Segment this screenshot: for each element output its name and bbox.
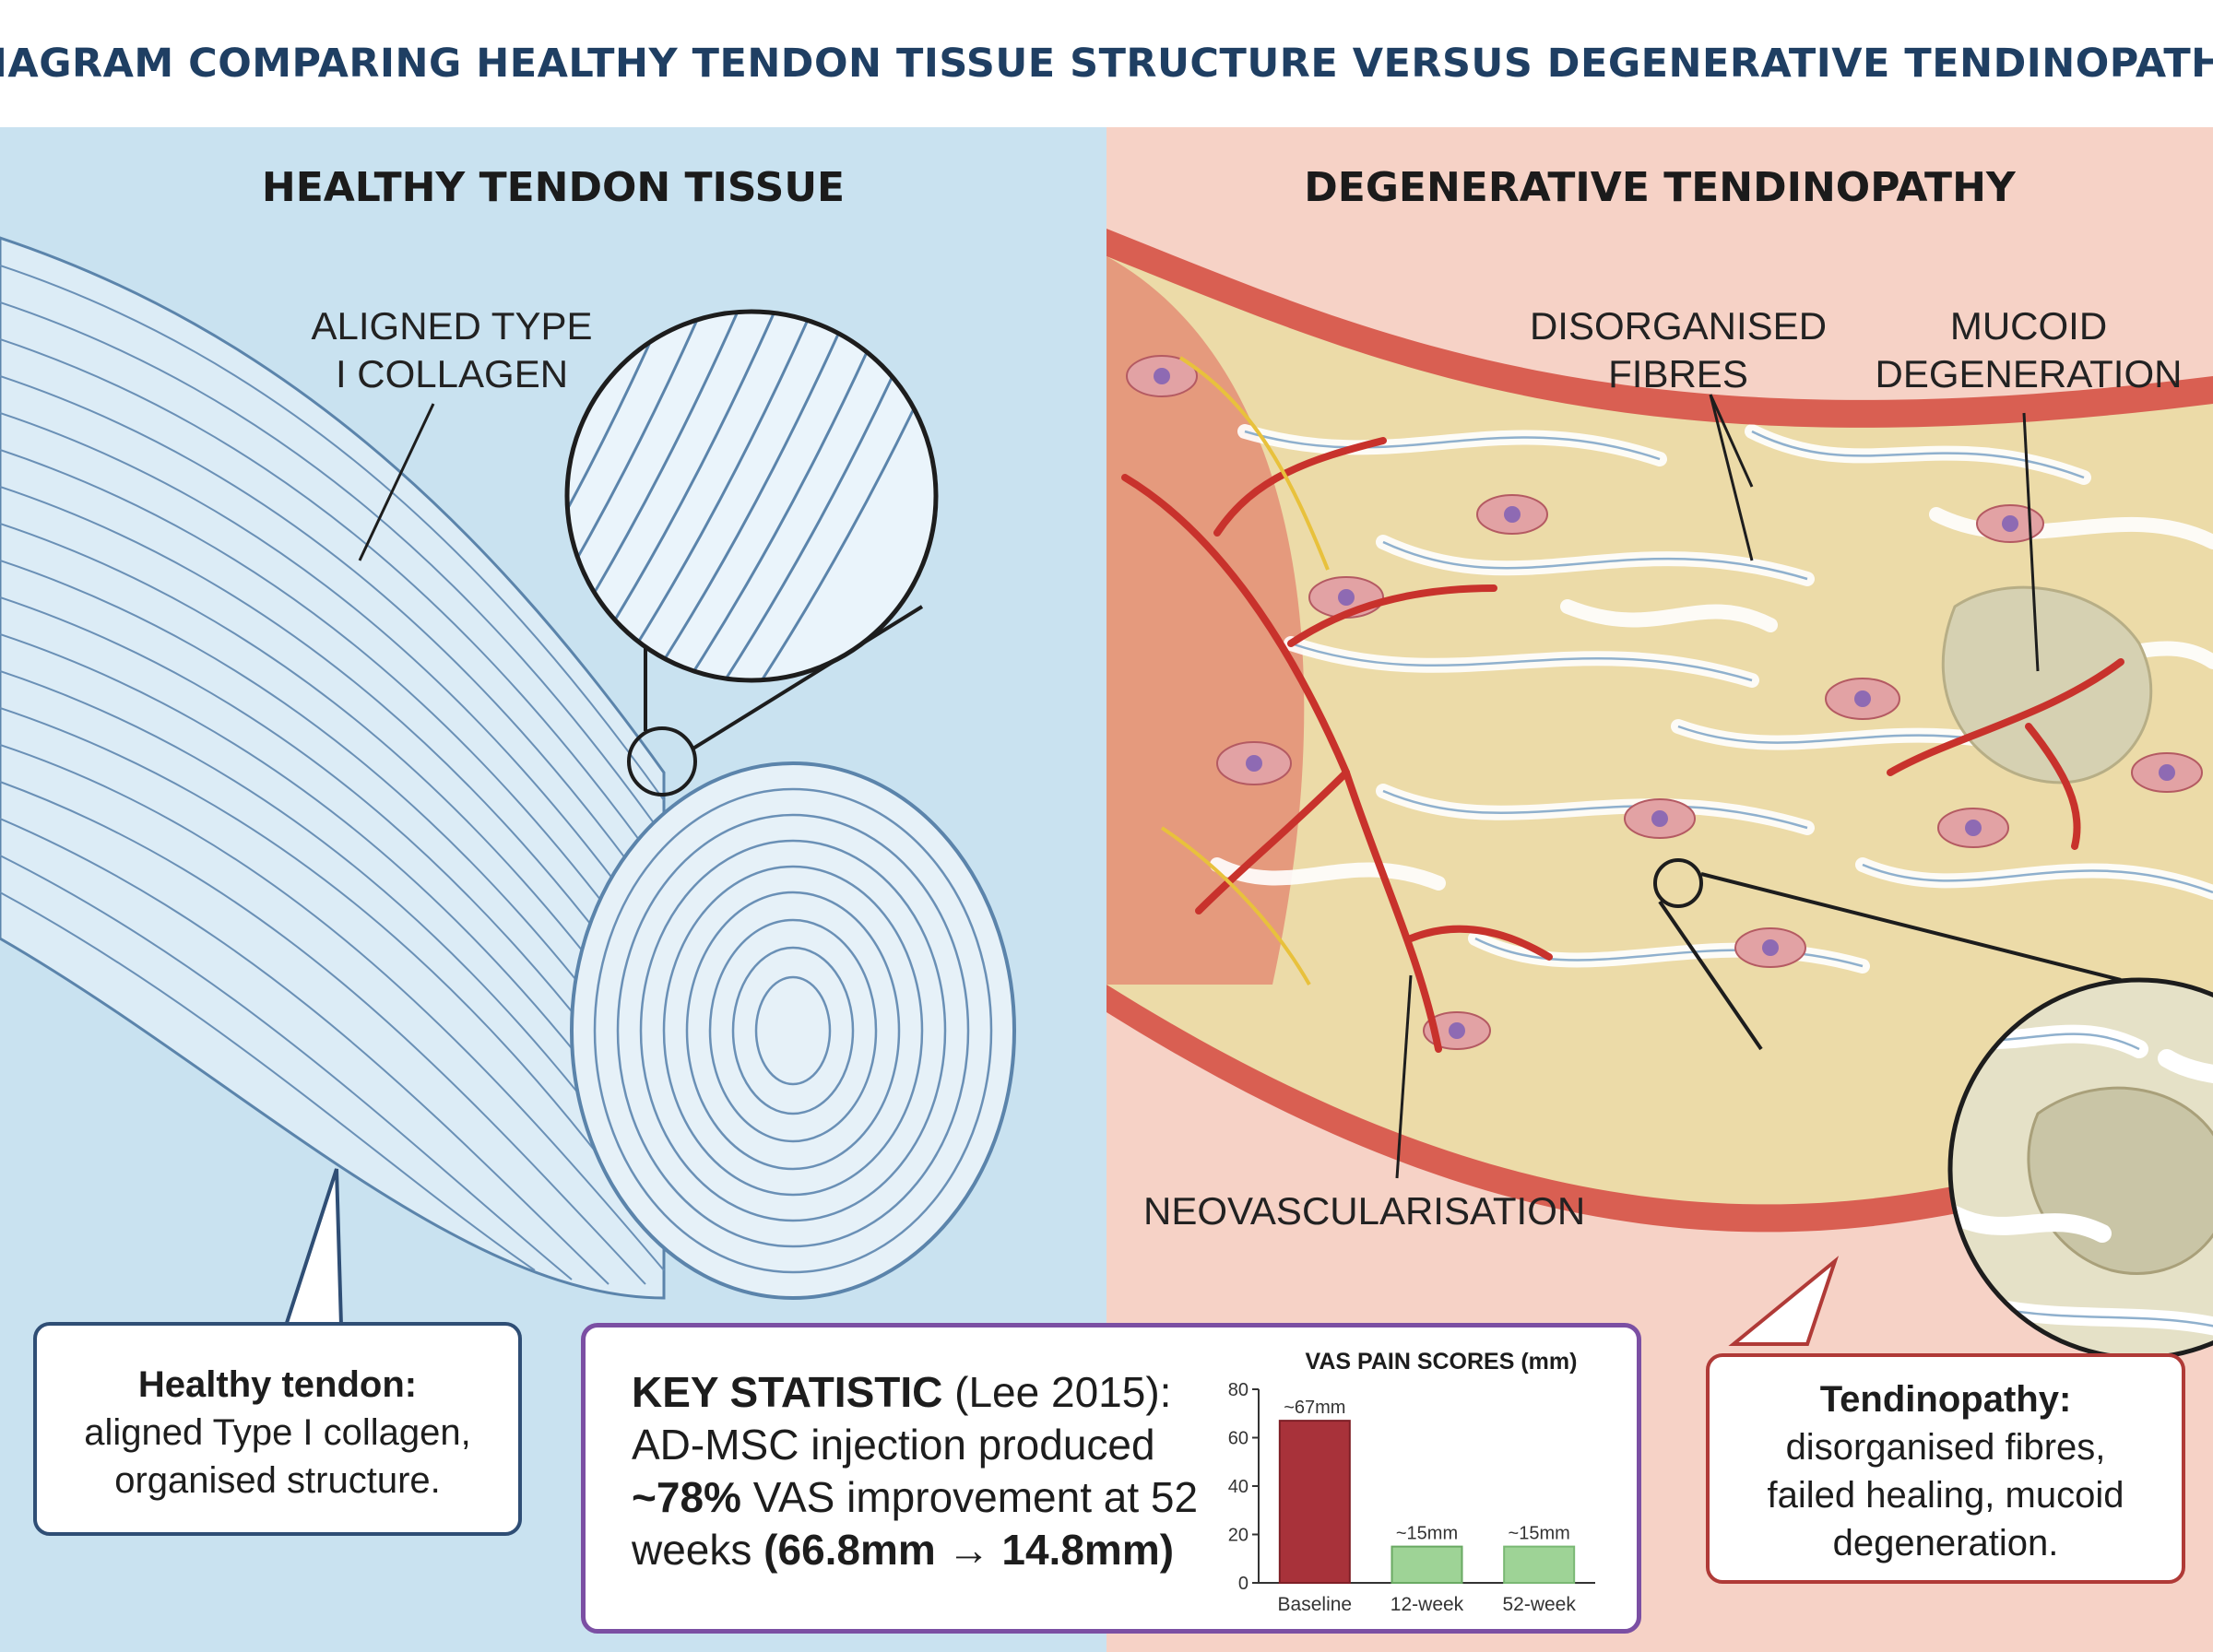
- y-tick-label: 80: [1228, 1380, 1249, 1400]
- y-tick-label: 60: [1228, 1429, 1249, 1449]
- healthy-callout-line1: aligned Type I collagen,: [84, 1412, 471, 1453]
- chart-title: VAS PAIN SCORES (mm): [1306, 1349, 1578, 1375]
- stat-line-3: ~78% VAS improvement at 52: [632, 1471, 1443, 1524]
- y-tick-label: 20: [1228, 1526, 1249, 1546]
- tendinopathy-callout-line1: disorganised fibres,: [1785, 1427, 2106, 1468]
- label-mucoid-degeneration-line1: MUCOID: [1949, 304, 2108, 348]
- y-tick-label: 0: [1238, 1574, 1249, 1594]
- healthy-callout-line2: organised structure.: [114, 1460, 441, 1501]
- healthy-panel: HEALTHY TENDON TISSUE ALIGNED TYPE I COL…: [0, 127, 1106, 1652]
- healthy-callout: Healthy tendon: aligned Type I collagen,…: [33, 1322, 522, 1536]
- tendinopathy-callout: Tendinopathy: disorganised fibres, faile…: [1706, 1353, 2185, 1584]
- label-neovascularisation: NEOVASCULARISATION: [1143, 1189, 1586, 1233]
- stat-line-1: KEY STATISTIC (Lee 2015):: [632, 1366, 1443, 1419]
- bar-value-label: ~15mm: [1396, 1524, 1458, 1544]
- x-tick-label: 52-week: [1502, 1594, 1576, 1615]
- tendinopathy-callout-line2: failed healing, mucoid: [1767, 1475, 2124, 1516]
- stat-citation: (Lee 2015):: [942, 1368, 1172, 1416]
- stat-line-3-rest: VAS improvement at 52: [740, 1473, 1199, 1521]
- healthy-callout-heading: Healthy tendon:: [137, 1364, 418, 1405]
- title-bar: DIAGRAM COMPARING HEALTHY TENDON TISSUE …: [0, 0, 2213, 127]
- stat-line-4: weeks (66.8mm → 14.8mm): [632, 1524, 1443, 1576]
- label-aligned-collagen-line2: I COLLAGEN: [335, 352, 569, 395]
- healthy-panel-title: HEALTHY TENDON TISSUE: [261, 164, 846, 211]
- key-statistic-text: KEY STATISTIC (Lee 2015): AD-MSC injecti…: [632, 1366, 1443, 1576]
- bar-baseline: [1278, 1420, 1351, 1584]
- x-tick-label: 12-week: [1391, 1594, 1464, 1615]
- bar-value-label: ~15mm: [1509, 1524, 1570, 1544]
- label-disorganised-fibres: DISORGANISED FIBRES: [1494, 302, 1863, 398]
- label-mucoid-degeneration-line2: DEGENERATION: [1875, 352, 2183, 395]
- bar-52-week: [1503, 1545, 1576, 1584]
- tendinopathy-callout-line3: degeneration.: [1832, 1523, 2059, 1564]
- label-disorganised-fibres-line1: DISORGANISED: [1529, 304, 1828, 348]
- tendinopathy-panel-title: DEGENERATIVE TENDINOPATHY: [1304, 164, 2016, 211]
- page-title: DIAGRAM COMPARING HEALTHY TENDON TISSUE …: [0, 41, 2213, 87]
- stat-improvement: ~78%: [632, 1473, 741, 1521]
- tendinopathy-callout-heading: Tendinopathy:: [1819, 1379, 2072, 1420]
- tendinopathy-illustration: [1106, 229, 2213, 1361]
- stat-heading: KEY STATISTIC: [632, 1368, 943, 1416]
- stat-line-4-rest: weeks: [632, 1526, 764, 1574]
- stat-line-2: AD-MSC injection produced: [632, 1421, 1155, 1469]
- bar-value-label: ~67mm: [1284, 1398, 1345, 1418]
- x-tick-label: Baseline: [1278, 1594, 1353, 1615]
- label-aligned-collagen: ALIGNED TYPE I COLLAGEN: [304, 302, 599, 398]
- chart-axes: 0 20 40 60 80: [1228, 1380, 1595, 1594]
- healthy-tendon-illustration: [0, 236, 1016, 1328]
- label-mucoid-degeneration: MUCOID DEGENERATION: [1872, 302, 2185, 398]
- label-disorganised-fibres-line2: FIBRES: [1608, 352, 1748, 395]
- vas-chart: VAS PAIN SCORES (mm) 0 20 40 60 80 ~67mmBase…: [1228, 1349, 1595, 1615]
- stat-values: (66.8mm → 14.8mm): [763, 1526, 1175, 1574]
- bar-12-week: [1391, 1545, 1463, 1584]
- y-tick-label: 40: [1228, 1477, 1249, 1497]
- label-aligned-collagen-line1: ALIGNED TYPE: [311, 304, 593, 348]
- key-statistic-box: KEY STATISTIC (Lee 2015): AD-MSC injecti…: [581, 1323, 1641, 1634]
